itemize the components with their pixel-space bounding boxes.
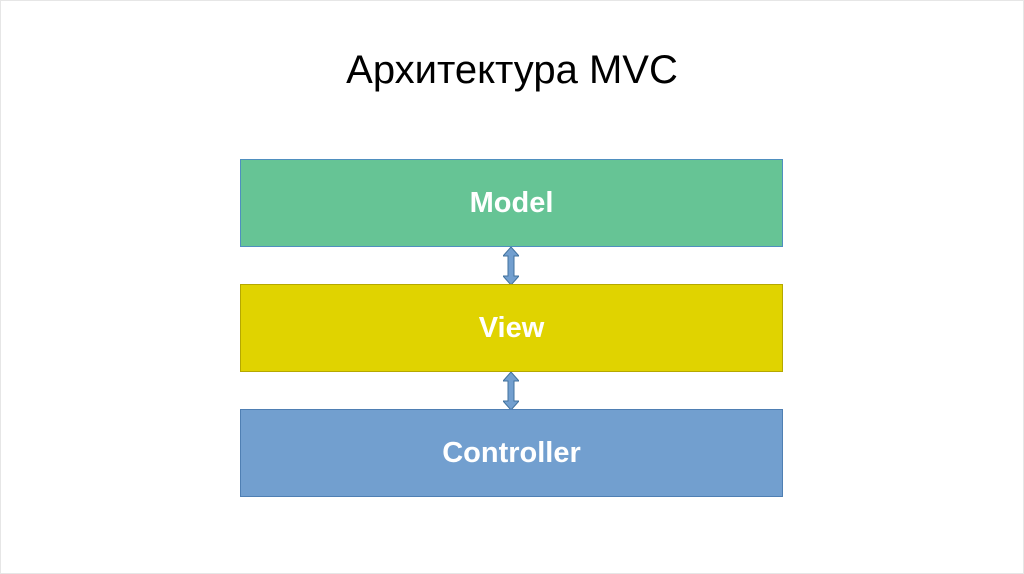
slide-title: Архитектура MVC [346,48,678,92]
view-label: View [478,311,545,344]
controller-label: Controller [442,436,581,469]
bidirectional-arrow-icon [503,372,519,410]
controller-box: Controller [240,409,783,497]
view-box: View [240,284,783,372]
bidirectional-arrow-icon [503,247,519,285]
model-box: Model [240,159,783,247]
model-label: Model [469,186,554,219]
